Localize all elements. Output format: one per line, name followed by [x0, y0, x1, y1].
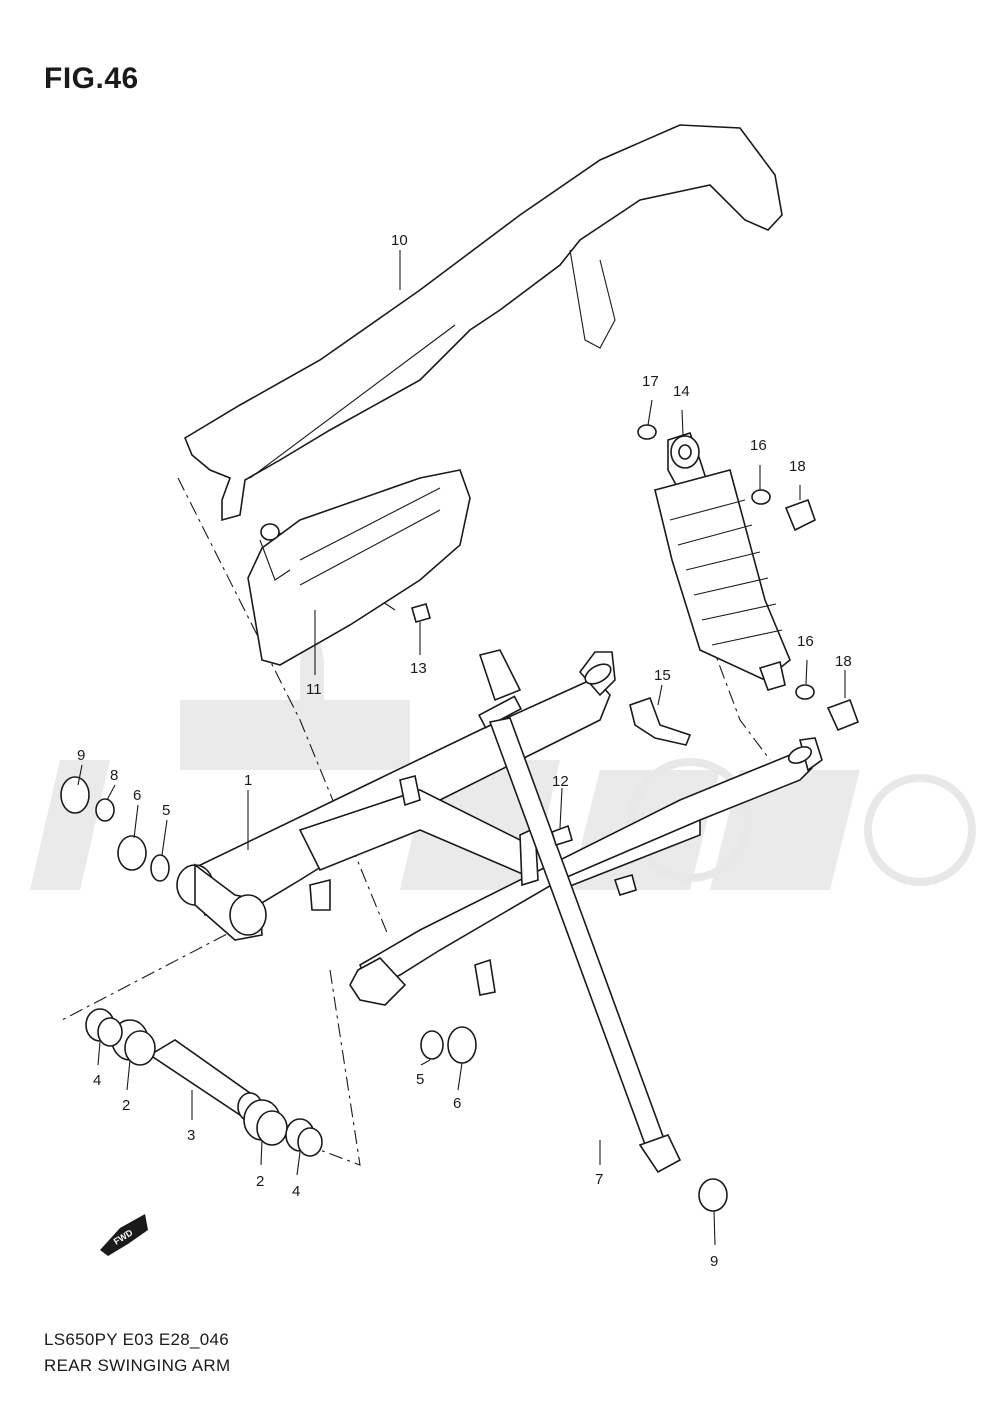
forward-direction-badge: FWD: [100, 1214, 148, 1256]
callout-9-lower: 9: [710, 1253, 718, 1270]
needle-bearing-lower: [243, 1099, 288, 1146]
callout-2-lower: 2: [256, 1173, 264, 1190]
callout-9-upper: 9: [77, 747, 85, 764]
pivot-shaft: [488, 717, 682, 1174]
callout-6-upper: 6: [133, 787, 141, 804]
center-spacer-tube: [148, 1039, 263, 1122]
model-code: LS650PY E03 E28_046: [44, 1330, 229, 1349]
hardware-fasteners: [411, 424, 860, 896]
washer-dust-seal-lower: [420, 1026, 477, 1064]
spacer-lower: [285, 1118, 323, 1157]
callout-1: 1: [244, 772, 252, 789]
leader-lines: [77, 250, 846, 1246]
callout-5-upper: 5: [162, 802, 170, 819]
pivot-bushing-left: [176, 863, 267, 941]
callout-16-upper: 16: [750, 437, 767, 454]
callout-14: 14: [673, 383, 690, 400]
callout-10: 10: [391, 232, 408, 249]
callout-2-upper: 2: [122, 1097, 130, 1114]
spacer-upper: [85, 1008, 123, 1047]
callout-labels: 10 11 13 17 14 16 18 16 18 15 12 1 9 8 6…: [77, 232, 852, 1270]
callout-17: 17: [642, 373, 659, 390]
assembly-name: REAR SWINGING ARM: [44, 1356, 231, 1375]
callout-6-lower: 6: [453, 1095, 461, 1112]
callout-4-lower: 4: [292, 1183, 300, 1200]
callout-13: 13: [410, 660, 427, 677]
callout-8: 8: [110, 767, 118, 784]
pivot-cap-lower: [698, 1178, 728, 1212]
callout-4-upper: 4: [93, 1072, 101, 1089]
figure-title: FIG.46: [44, 62, 139, 95]
rear-shock-absorber: [654, 432, 791, 691]
chain-guard-plate: [247, 469, 471, 666]
callout-18-upper: 18: [789, 458, 806, 475]
callout-5-lower: 5: [416, 1071, 424, 1088]
callout-16-lower: 16: [797, 633, 814, 650]
callout-11: 11: [306, 681, 322, 698]
callout-12: 12: [552, 773, 569, 790]
callout-18-lower: 18: [835, 653, 852, 670]
chain-case: [183, 124, 783, 522]
callout-15: 15: [654, 667, 671, 684]
washer-dust-seal-upper: [60, 776, 170, 882]
callout-3: 3: [187, 1127, 195, 1144]
callout-7: 7: [595, 1171, 603, 1188]
